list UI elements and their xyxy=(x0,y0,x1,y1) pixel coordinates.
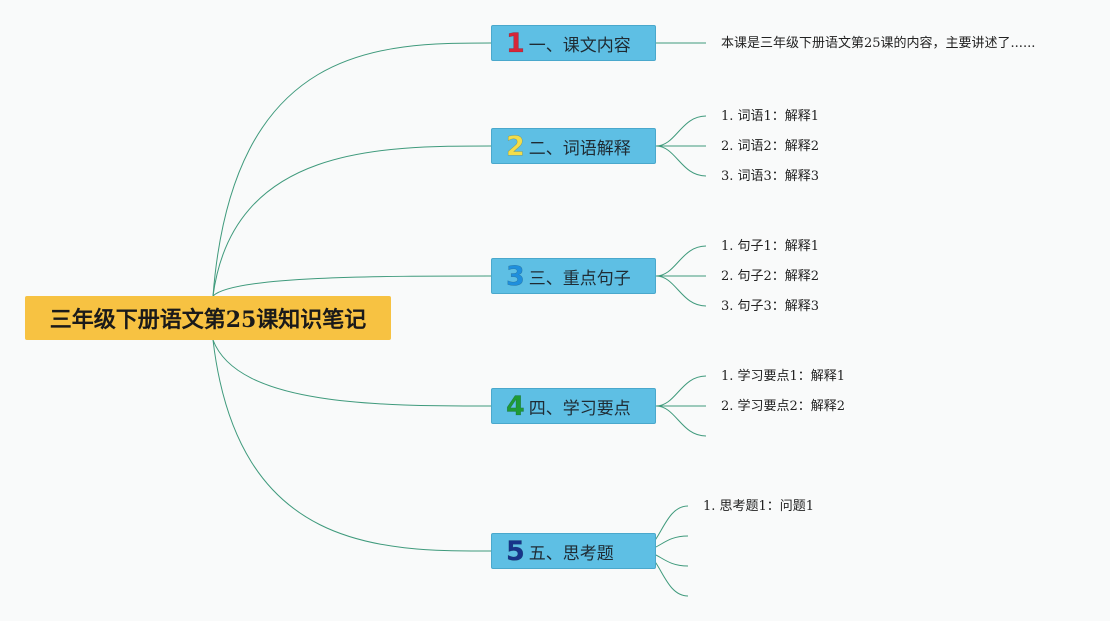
branch-label: 一、课文内容 xyxy=(528,35,631,56)
branch-label: 四、学习要点 xyxy=(528,398,631,419)
leaf-question-1[interactable]: 1. 思考题1：问题1 xyxy=(703,499,815,514)
branch-to-leaf-line xyxy=(655,275,707,307)
branch-label: 三、重点句子 xyxy=(528,268,631,289)
branch-to-leaf-line xyxy=(655,115,707,147)
number-2-icon: 2 xyxy=(506,130,525,162)
leaf-point-2[interactable]: 2. 学习要点2：解释2 xyxy=(721,399,846,414)
branch-label: 二、词语解释 xyxy=(528,138,631,159)
root-to-branch-line xyxy=(212,145,492,297)
leaf-sentence-3[interactable]: 3. 句子3：解释3 xyxy=(721,299,820,314)
leaf-sentence-2[interactable]: 2. 句子2：解释2 xyxy=(721,269,820,284)
leaf-vocab-1[interactable]: 1. 词语1：解释1 xyxy=(721,109,820,124)
number-5-icon: 5 xyxy=(506,535,525,567)
leaf-point-1[interactable]: 1. 学习要点1：解释1 xyxy=(721,369,846,384)
number-1-icon: 1 xyxy=(506,27,525,59)
root-to-branch-line xyxy=(212,339,492,552)
leaf-sentence-1[interactable]: 1. 句子1：解释1 xyxy=(721,239,820,254)
root-to-branch-line xyxy=(212,42,492,297)
branch-to-leaf-line xyxy=(655,245,707,277)
branch-study-points[interactable]: 4 四、学习要点 xyxy=(491,388,656,424)
number-4-icon: 4 xyxy=(506,390,525,422)
root-title: 三年级下册语文第25课知识笔记 xyxy=(49,307,367,333)
branch-label: 五、思考题 xyxy=(528,543,614,564)
branch-to-leaf-line xyxy=(655,405,707,437)
branch-questions[interactable]: 5 五、思考题 xyxy=(491,533,656,569)
leaf-vocab-2[interactable]: 2. 词语2：解释2 xyxy=(721,139,820,154)
root-to-branch-line xyxy=(212,339,492,407)
number-3-icon: 3 xyxy=(506,260,525,292)
branch-course-content[interactable]: 1 一、课文内容 xyxy=(491,25,656,61)
branch-to-leaf-line xyxy=(655,145,707,177)
root-to-branch-line xyxy=(212,275,492,297)
leaf-summary[interactable]: 本课是三年级下册语文第25课的内容，主要讲述了...... xyxy=(721,36,1036,51)
branch-vocabulary[interactable]: 2 二、词语解释 xyxy=(491,128,656,164)
branch-key-sentences[interactable]: 3 三、重点句子 xyxy=(491,258,656,294)
leaf-vocab-3[interactable]: 3. 词语3：解释3 xyxy=(721,169,820,184)
branch-to-leaf-line xyxy=(655,375,707,407)
root-topic[interactable]: 三年级下册语文第25课知识笔记 xyxy=(25,296,391,340)
